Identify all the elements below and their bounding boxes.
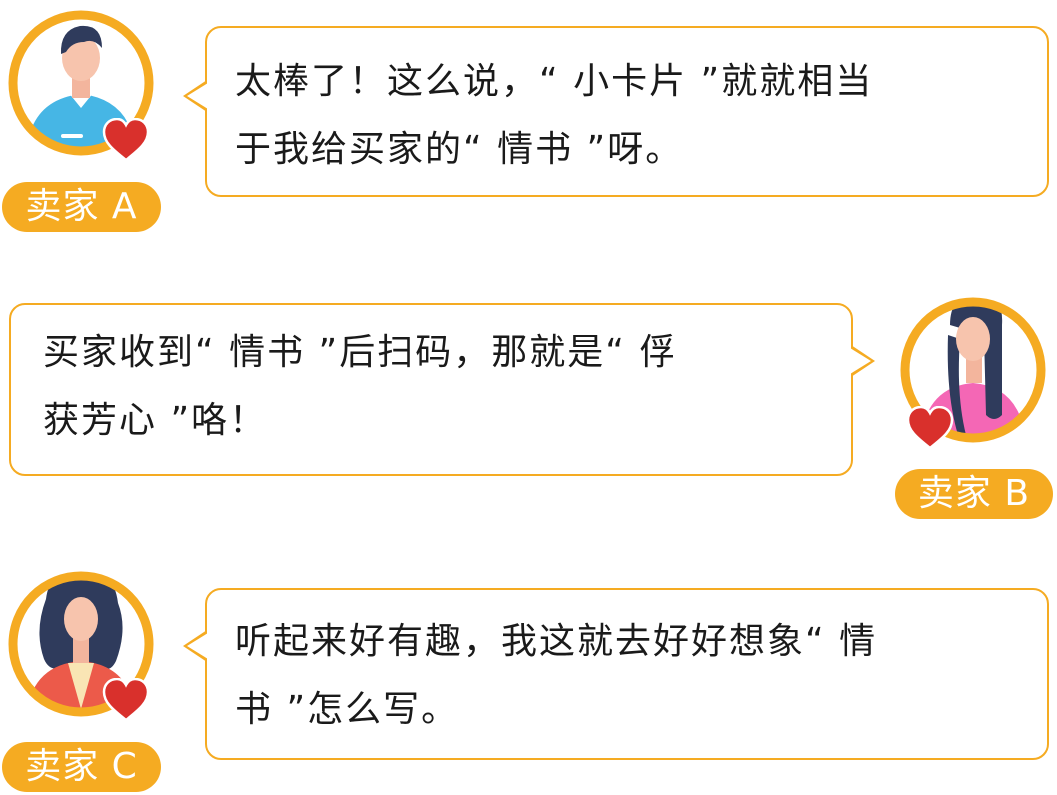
avatar-seller-b — [898, 295, 1048, 450]
speaker-name-tag: 卖家 B — [895, 469, 1053, 519]
bubble-tail-fill — [850, 348, 871, 374]
heart-icon — [102, 118, 150, 162]
bubble-text-line: 书 ”怎么写。 — [235, 689, 460, 730]
bubble-text-line: 获芳心 ”咯！ — [43, 400, 268, 441]
speech-bubble: 太棒了！这么说，“ 小卡片 ”就就相当 于我给买家的“ 情书 ”呀。 — [183, 26, 1049, 197]
bubble-text-line: 太棒了！这么说，“ 小卡片 ”就就相当 — [235, 61, 874, 102]
bubble-tail-fill — [187, 83, 208, 109]
speaker-name-tag: 卖家 A — [2, 182, 161, 232]
speech-bubble: 听起来好有趣，我这就去好好想象“ 情 书 ”怎么写。 — [183, 588, 1049, 760]
avatar-seller-c — [6, 569, 156, 722]
bubble-tail-fill — [187, 633, 208, 659]
female-long-hair-avatar-icon — [900, 297, 1046, 443]
heart-icon — [102, 678, 150, 722]
speech-bubble: 买家收到“ 情书 ”后扫码，那就是“ 俘 获芳心 ”咯！ — [9, 303, 875, 476]
speaker-name-tag: 卖家 C — [2, 742, 161, 792]
avatar-seller-a — [6, 8, 156, 162]
bubble-text-line: 听起来好有趣，我这就去好好想象“ 情 — [235, 621, 878, 662]
bubble-text-line: 于我给买家的“ 情书 ”呀。 — [235, 129, 684, 170]
bubble-text-line: 买家收到“ 情书 ”后扫码，那就是“ 俘 — [43, 332, 678, 373]
heart-icon — [906, 406, 954, 450]
